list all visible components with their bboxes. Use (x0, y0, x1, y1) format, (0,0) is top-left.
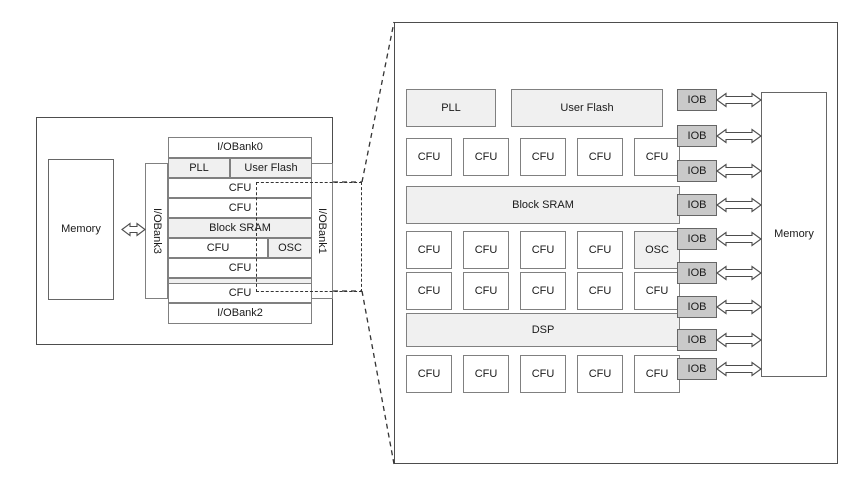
detail-cfu-label: CFU (531, 150, 555, 163)
overview-cfu-row-4-label: CFU (228, 286, 252, 299)
overview-iobank1-label: I/OBank1 (316, 208, 328, 254)
detail-cfu-label: CFU (645, 150, 669, 163)
detail-iob-label: IOB (687, 266, 707, 279)
overview-cfu-row-1-label: CFU (228, 181, 252, 194)
overview-cfu-row-4: CFU (168, 283, 312, 303)
detail-iob-label: IOB (687, 232, 707, 245)
detail-osc-label: OSC (645, 243, 669, 256)
detail-cfu-label: CFU (531, 367, 555, 380)
detail-cfu-r3-c5: CFU (634, 272, 680, 310)
detail-cfu-r4-c3: CFU (520, 355, 566, 393)
detail-cfu-r2-c4: CFU (577, 231, 623, 269)
detail-cfu-r4-c1: CFU (406, 355, 452, 393)
detail-cfu-label: CFU (588, 243, 612, 256)
detail-cfu-r3-c4: CFU (577, 272, 623, 310)
detail-cfu-label: CFU (645, 367, 669, 380)
detail-block-sram-label: Block SRAM (512, 198, 574, 211)
overview-pll-label: PLL (189, 161, 209, 174)
overview-pll: PLL (168, 158, 230, 178)
overview-cfu-row-3-label: CFU (228, 261, 252, 274)
detail-iob-9: IOB (677, 358, 717, 380)
overview-cfu-row-osc-label: CFU (206, 241, 230, 254)
overview-osc: OSC (268, 238, 312, 258)
overview-memory-label: Memory (61, 223, 101, 235)
overview-block-sram: Block SRAM (168, 218, 312, 238)
detail-cfu-r1-c4: CFU (577, 138, 623, 176)
overview-cfu-row-osc: CFU (168, 238, 268, 258)
detail-pll: PLL (406, 89, 496, 127)
detail-memory-block: Memory (761, 92, 827, 377)
detail-cfu-label: CFU (588, 150, 612, 163)
overview-iobank0-label: I/OBank0 (217, 141, 263, 153)
detail-cfu-label: CFU (588, 284, 612, 297)
detail-cfu-label: CFU (417, 243, 441, 256)
detail-cfu-r1-c1: CFU (406, 138, 452, 176)
detail-cfu-r2-c1: CFU (406, 231, 452, 269)
detail-iob-label: IOB (687, 93, 707, 106)
detail-user-flash-label: User Flash (560, 101, 614, 114)
overview-iobank1: I/OBank1 (310, 163, 333, 299)
detail-cfu-label: CFU (474, 284, 498, 297)
overview-cfu-row-1: CFU (168, 178, 312, 198)
zoom-selection-region (256, 182, 362, 292)
detail-cfu-label: CFU (531, 243, 555, 256)
overview-user-flash: User Flash (230, 158, 312, 178)
detail-iob-label: IOB (687, 129, 707, 142)
detail-dsp: DSP (406, 313, 680, 347)
detail-cfu-label: CFU (417, 284, 441, 297)
detail-iob-2: IOB (677, 125, 717, 147)
overview-block-sram-label: Block SRAM (209, 221, 271, 234)
overview-osc-label: OSC (278, 241, 302, 254)
detail-iob-label: IOB (687, 362, 707, 375)
detail-osc: OSC (634, 231, 680, 269)
detail-user-flash: User Flash (511, 89, 663, 127)
detail-iob-label: IOB (687, 164, 707, 177)
detail-block-sram: Block SRAM (406, 186, 680, 224)
overview-iobank3-label: I/OBank3 (151, 208, 163, 254)
detail-pll-label: PLL (441, 101, 461, 114)
detail-cfu-r4-c5: CFU (634, 355, 680, 393)
detail-cfu-r1-c5: CFU (634, 138, 680, 176)
detail-cfu-r3-c1: CFU (406, 272, 452, 310)
detail-iob-6: IOB (677, 262, 717, 284)
detail-iob-label: IOB (687, 198, 707, 211)
detail-iob-label: IOB (687, 333, 707, 346)
detail-cfu-label: CFU (474, 367, 498, 380)
detail-cfu-r1-c3: CFU (520, 138, 566, 176)
detail-cfu-r3-c2: CFU (463, 272, 509, 310)
overview-iobank0: I/OBank0 (168, 137, 312, 158)
detail-cfu-r2-c3: CFU (520, 231, 566, 269)
overview-cfu-row-2-label: CFU (228, 201, 252, 214)
detail-dsp-label: DSP (531, 323, 555, 336)
overview-user-flash-label: User Flash (244, 161, 298, 174)
detail-cfu-label: CFU (645, 284, 669, 297)
detail-iob-4: IOB (677, 194, 717, 216)
detail-cfu-label: CFU (474, 243, 498, 256)
detail-cfu-label: CFU (474, 150, 498, 163)
overview-cfu-row-2: CFU (168, 198, 312, 218)
detail-cfu-label: CFU (417, 150, 441, 163)
detail-iob-5: IOB (677, 228, 717, 250)
detail-cfu-r3-c3: CFU (520, 272, 566, 310)
detail-cfu-label: CFU (531, 284, 555, 297)
detail-cfu-r4-c4: CFU (577, 355, 623, 393)
overview-iobank2-label: I/OBank2 (217, 307, 263, 319)
detail-iob-8: IOB (677, 329, 717, 351)
detail-cfu-r4-c2: CFU (463, 355, 509, 393)
overview-memory-block: Memory (48, 159, 114, 300)
detail-cfu-label: CFU (588, 367, 612, 380)
detail-iob-1: IOB (677, 89, 717, 111)
detail-iob-7: IOB (677, 296, 717, 318)
detail-cfu-r1-c2: CFU (463, 138, 509, 176)
detail-memory-label: Memory (774, 228, 814, 240)
overview-iobank3: I/OBank3 (145, 163, 168, 299)
detail-cfu-label: CFU (417, 367, 441, 380)
overview-cfu-row-3: CFU (168, 258, 312, 278)
detail-iob-3: IOB (677, 160, 717, 182)
detail-cfu-r2-c2: CFU (463, 231, 509, 269)
detail-iob-label: IOB (687, 300, 707, 313)
overview-iobank2: I/OBank2 (168, 303, 312, 324)
